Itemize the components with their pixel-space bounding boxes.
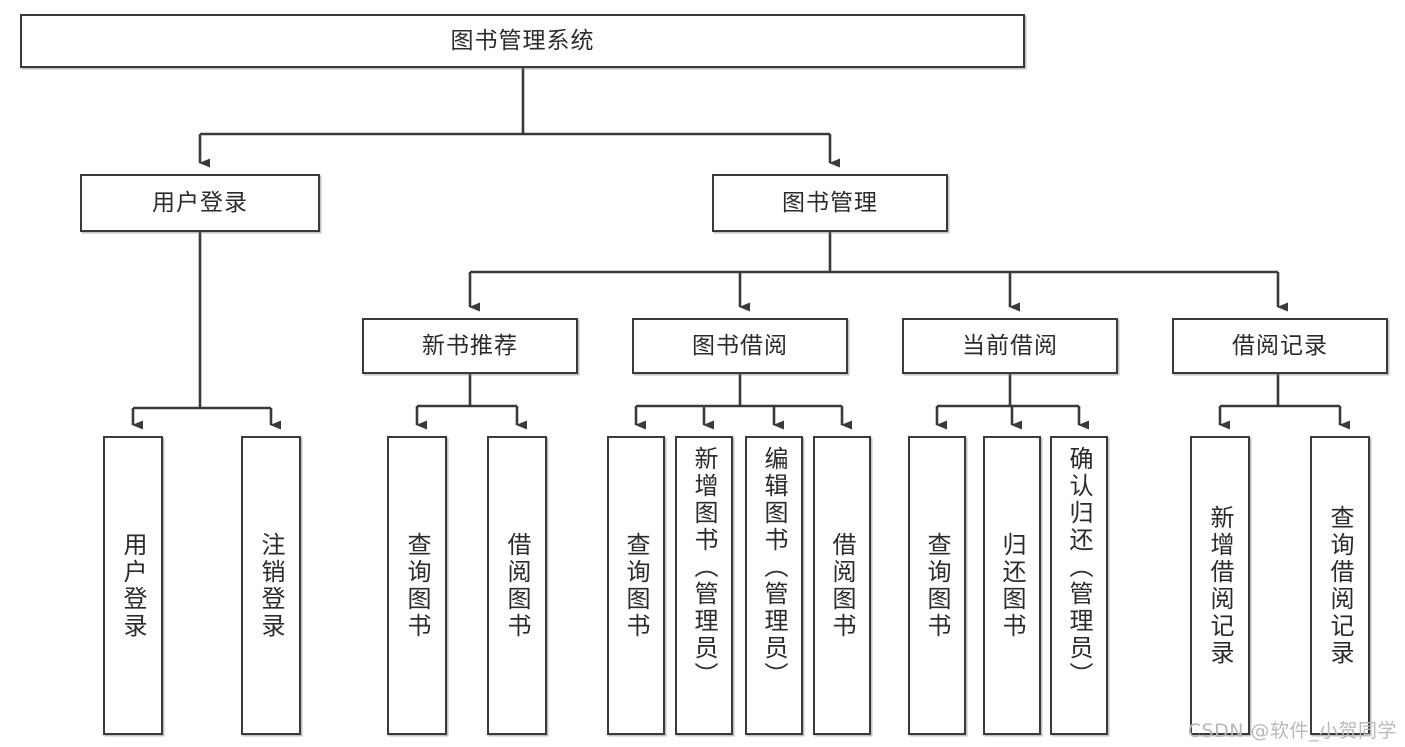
node-label: 确认归还（管理员）: [1065, 446, 1093, 689]
node-current-borrow[interactable]: 当前借阅: [902, 318, 1118, 374]
node-label: 当前借阅: [962, 332, 1058, 359]
node-label: 借阅图书: [503, 531, 531, 640]
node-new-book-recommend[interactable]: 新书推荐: [362, 318, 578, 374]
node-label: 查询借阅记录: [1326, 504, 1354, 667]
node-label: 图书借阅: [692, 332, 788, 359]
node-leaf-confirm-return[interactable]: 确认归还（管理员）: [1050, 436, 1108, 735]
node-book-manage[interactable]: 图书管理: [712, 174, 948, 232]
node-label: 归还图书: [998, 531, 1026, 640]
node-leaf-query-book-1[interactable]: 查询图书: [387, 436, 447, 735]
node-leaf-add-book[interactable]: 新增图书（管理员）: [675, 436, 733, 735]
watermark-text: CSDN @软件_小贺同学: [1187, 720, 1397, 742]
node-root-system[interactable]: 图书管理系统: [20, 14, 1025, 68]
node-leaf-return-book[interactable]: 归还图书: [983, 436, 1041, 735]
node-leaf-logout[interactable]: 注销登录: [241, 436, 301, 735]
node-label: 图书管理: [782, 189, 878, 216]
node-label: 查询图书: [622, 531, 650, 640]
node-leaf-user-login[interactable]: 用户登录: [103, 436, 163, 735]
node-book-borrow[interactable]: 图书借阅: [632, 318, 848, 374]
node-label: 新增借阅记录: [1206, 504, 1234, 667]
node-borrow-record[interactable]: 借阅记录: [1172, 318, 1388, 374]
node-label: 借阅图书: [828, 531, 856, 640]
node-leaf-query-book-2[interactable]: 查询图书: [607, 436, 665, 735]
node-leaf-borrow-book-1[interactable]: 借阅图书: [487, 436, 547, 735]
node-label: 注销登录: [257, 531, 285, 640]
node-label: 新书推荐: [422, 332, 518, 359]
node-user-login[interactable]: 用户登录: [80, 174, 320, 232]
node-label: 查询图书: [403, 531, 431, 640]
node-label: 用户登录: [119, 531, 147, 640]
node-label: 查询图书: [923, 531, 951, 640]
node-label: 编辑图书（管理员）: [760, 446, 788, 689]
node-label: 借阅记录: [1232, 332, 1328, 359]
node-leaf-add-borrow-record[interactable]: 新增借阅记录: [1190, 436, 1250, 735]
node-label: 图书管理系统: [450, 27, 595, 54]
node-leaf-query-book-3[interactable]: 查询图书: [908, 436, 966, 735]
node-leaf-query-borrow-record[interactable]: 查询借阅记录: [1310, 436, 1370, 735]
node-label: 用户登录: [152, 189, 248, 216]
node-label: 新增图书（管理员）: [690, 446, 718, 689]
node-leaf-edit-book[interactable]: 编辑图书（管理员）: [745, 436, 803, 735]
node-leaf-borrow-book-2[interactable]: 借阅图书: [813, 436, 871, 735]
